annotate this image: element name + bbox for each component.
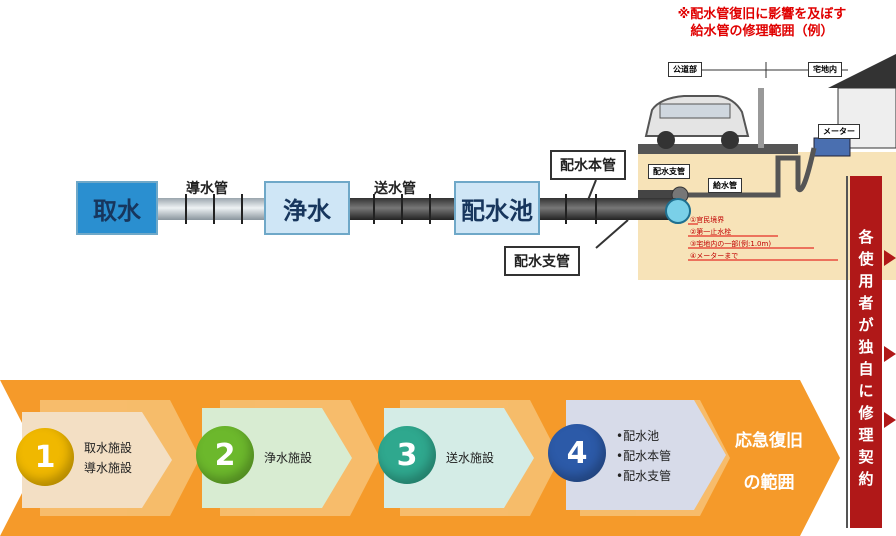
banner-range-line xyxy=(846,176,848,528)
inset-drawing xyxy=(638,48,896,280)
road-label: 公道部 xyxy=(668,62,702,77)
step-1-badge: 1 xyxy=(16,428,74,486)
red-arrow-icon xyxy=(884,346,896,362)
notice-line-2: 給水管の修理範囲（例） xyxy=(690,24,834,39)
step-3-label: 送水施設 xyxy=(446,451,495,465)
inset-branch-pipe-label: 配水支管 xyxy=(648,164,690,179)
repair-range-notice: ※配水管復旧に影響を及ぼす 給水管の修理範囲（例） xyxy=(642,6,882,40)
distribution-main-pipe xyxy=(536,198,676,220)
service-pipe-inset: 公道部 宅地内 メーター 配水支管 給水管 ①官民境界 ②第一止水栓 ③宅地内の… xyxy=(638,48,896,280)
red-arrow-icon xyxy=(884,250,896,266)
meter-box xyxy=(813,137,851,157)
emergency-line-1: 応急復旧 xyxy=(735,431,803,451)
notice-line-1: ※配水管復旧に影響を及ぼす xyxy=(677,7,847,22)
stage-purification: 浄水 xyxy=(264,181,350,235)
house-roof xyxy=(828,54,896,88)
emergency-line-2: の範囲 xyxy=(743,473,795,493)
branch-pipe-callout: 配水支管 xyxy=(504,246,580,276)
independent-repair-text: 各使用者が独自に修理契約 xyxy=(858,228,874,488)
range-item: ①官民境界 xyxy=(690,216,725,224)
stage-reservoir: 配水池 xyxy=(454,181,540,235)
distribution-branch-pipe xyxy=(638,190,678,200)
step-3-badge: 3 xyxy=(378,426,436,484)
intake-pipe-label: 導水管 xyxy=(186,181,228,197)
range-list: ①官民境界 ②第一止水栓 ③宅地内の一部(例:1.0m) ④メーターまで xyxy=(690,214,771,262)
range-item: ④メーターまで xyxy=(690,252,739,260)
step-2-badge: 2 xyxy=(196,426,254,484)
pipeline xyxy=(158,179,691,249)
main-pipe-callout: 配水本管 xyxy=(550,150,626,180)
step-2-label: 浄水施設 xyxy=(264,451,313,465)
step-1-label: 取水施設 導水施設 xyxy=(84,441,133,475)
range-item: ③宅地内の一部(例:1.0m) xyxy=(690,240,772,248)
red-arrow-icon xyxy=(884,412,896,428)
stage-intake: 取水 xyxy=(76,181,158,235)
independent-repair-banner xyxy=(850,176,882,528)
range-item: ②第一止水栓 xyxy=(690,228,732,236)
transmission-pipe-label: 送水管 xyxy=(374,181,416,197)
road-surface xyxy=(638,144,798,154)
service-pipe-path xyxy=(678,147,817,198)
step-4-badge: 4 xyxy=(548,424,606,482)
pipe-junction xyxy=(665,198,691,224)
step-4-label: •配水池 •配水本管 •配水支管 xyxy=(616,429,672,483)
inset-service-pipe-label: 給水管 xyxy=(708,178,742,193)
house-label: 宅地内 xyxy=(808,62,842,77)
meter-label: メーター xyxy=(818,124,860,139)
emergency-range-title: 応急復旧 の範囲 xyxy=(724,420,814,504)
